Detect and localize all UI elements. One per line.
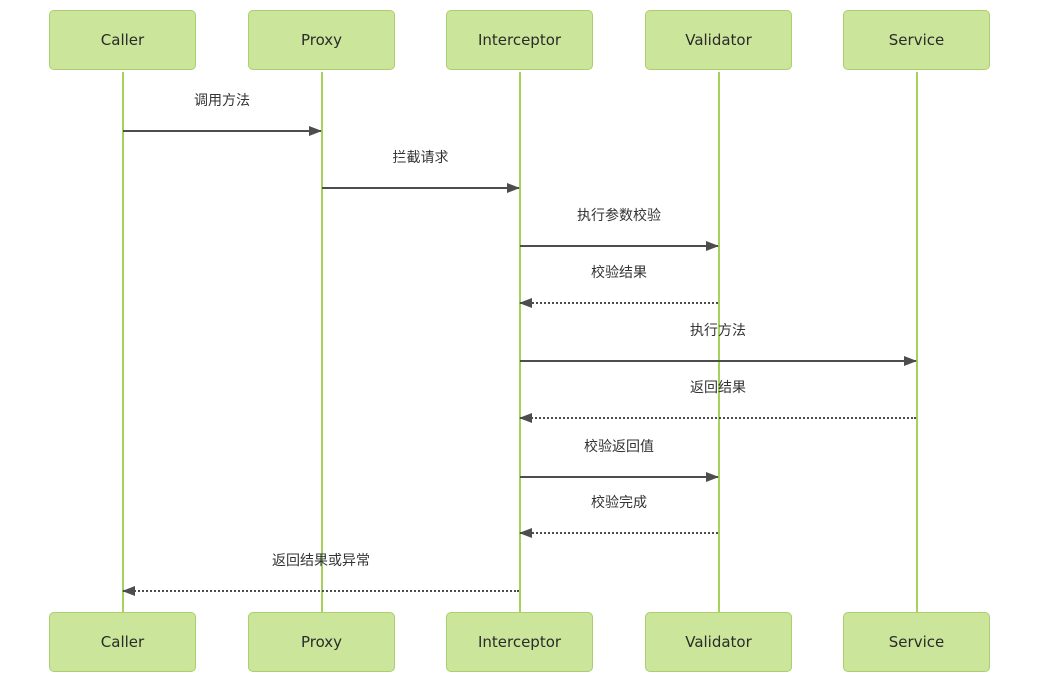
participant-service-bottom: Service [843, 612, 990, 672]
lifeline-interceptor [519, 72, 521, 612]
lifeline-proxy [321, 72, 323, 612]
message-label: 校验完成 [591, 495, 647, 511]
arrowhead-right-icon [706, 241, 719, 251]
arrowhead-right-icon [706, 472, 719, 482]
participant-label: Service [888, 31, 945, 49]
arrowhead-left-icon [519, 528, 532, 538]
message-execute-method: 执行方法 [520, 323, 917, 366]
participant-label: Proxy [300, 31, 343, 49]
message-label: 返回结果 [690, 380, 746, 396]
message-validate-params: 执行参数校验 [520, 208, 719, 251]
arrowhead-right-icon [507, 183, 520, 193]
message-return-result-or-exception: 返回结果或异常 [122, 553, 519, 596]
message-label: 校验结果 [591, 265, 647, 281]
arrowhead-left-icon [519, 298, 532, 308]
participant-interceptor-top: Interceptor [446, 10, 593, 70]
message-call-method: 调用方法 [123, 93, 322, 136]
arrowhead-left-icon [519, 413, 532, 423]
message-label: 返回结果或异常 [272, 553, 370, 569]
message-line [520, 245, 718, 247]
message-line [520, 360, 916, 362]
message-label: 执行方法 [690, 323, 746, 339]
message-label: 校验返回值 [584, 439, 654, 455]
message-line [520, 532, 718, 534]
participant-label: Validator [685, 31, 752, 49]
participant-validator-bottom: Validator [645, 612, 792, 672]
message-intercept-request: 拦截请求 [322, 150, 520, 193]
message-line [520, 417, 916, 419]
message-line [520, 302, 718, 304]
participant-label: Interceptor [477, 633, 562, 651]
participant-label: Caller [100, 633, 145, 651]
arrowhead-right-icon [904, 356, 917, 366]
arrowhead-right-icon [309, 126, 322, 136]
message-label: 调用方法 [194, 93, 250, 109]
message-line [520, 476, 718, 478]
participant-interceptor-bottom: Interceptor [446, 612, 593, 672]
lifeline-service [916, 72, 918, 612]
participant-label: Caller [100, 31, 145, 49]
participant-label: Proxy [300, 633, 343, 651]
lifeline-validator [718, 72, 720, 612]
participant-label: Interceptor [477, 31, 562, 49]
lifeline-caller [122, 72, 124, 612]
participant-caller-bottom: Caller [49, 612, 196, 672]
message-label: 执行参数校验 [577, 208, 661, 224]
participant-validator-top: Validator [645, 10, 792, 70]
participant-label: Validator [685, 633, 752, 651]
message-line [322, 187, 519, 189]
message-line [123, 590, 519, 592]
participant-proxy-bottom: Proxy [248, 612, 395, 672]
message-return-result: 返回结果 [519, 380, 916, 423]
arrowhead-left-icon [122, 586, 135, 596]
participant-label: Service [888, 633, 945, 651]
participant-caller-top: Caller [49, 10, 196, 70]
message-validate-return-value: 校验返回值 [520, 439, 719, 482]
message-validation-result: 校验结果 [519, 265, 718, 308]
message-validation-complete: 校验完成 [519, 495, 718, 538]
message-line [123, 130, 321, 132]
message-label: 拦截请求 [392, 150, 449, 166]
participant-proxy-top: Proxy [248, 10, 395, 70]
participant-service-top: Service [843, 10, 990, 70]
